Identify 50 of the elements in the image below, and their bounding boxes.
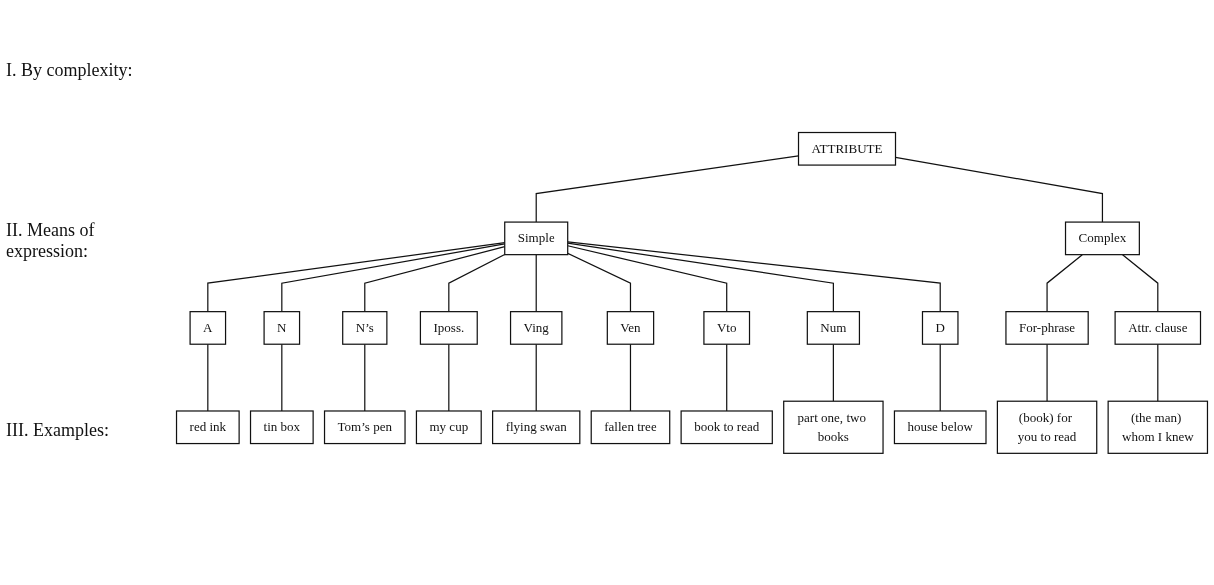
connector xyxy=(567,240,941,312)
node-box: ATTRIBUTE xyxy=(797,131,897,166)
connector xyxy=(726,343,728,412)
node-box: Num xyxy=(806,310,861,345)
connector xyxy=(364,343,366,412)
node-box: Simple xyxy=(504,221,569,255)
node-box: part one, two books xyxy=(783,400,884,454)
connector xyxy=(448,253,506,312)
node-box: my cup xyxy=(415,409,482,444)
node-box: Attr. clause xyxy=(1114,310,1202,345)
connector xyxy=(207,343,209,412)
connector xyxy=(567,252,632,312)
node-box: red ink xyxy=(175,409,240,444)
connector xyxy=(207,241,506,312)
connector xyxy=(567,244,728,312)
node-box: tin box xyxy=(249,409,314,444)
connector xyxy=(1157,343,1159,402)
connector xyxy=(567,242,834,312)
connector xyxy=(1046,343,1048,402)
node-box: Vto xyxy=(703,310,751,345)
node-box: fallen tree xyxy=(590,409,671,444)
level-label: II. Means of expression: xyxy=(6,220,96,262)
node-box: Complex xyxy=(1064,221,1140,255)
connector xyxy=(535,343,537,412)
node-box: N’s xyxy=(342,310,388,345)
connector xyxy=(448,343,450,412)
connector xyxy=(629,343,632,412)
node-box: book to read xyxy=(680,409,773,444)
connector xyxy=(939,343,941,412)
level-label: I. By complexity: xyxy=(6,60,134,81)
node-box: (the man) whom I knew xyxy=(1107,400,1209,454)
connector xyxy=(281,343,283,412)
node-box: Ven xyxy=(606,310,655,345)
connector xyxy=(364,245,506,312)
connector xyxy=(281,242,506,312)
node-box: A xyxy=(189,310,227,345)
node-box: D xyxy=(921,310,959,345)
node-box: For-phrase xyxy=(1005,310,1089,345)
connector xyxy=(535,253,537,312)
node-box: N xyxy=(263,310,301,345)
node-box: house below xyxy=(893,409,987,444)
connector xyxy=(832,343,834,402)
connector xyxy=(1046,253,1083,312)
node-box: Tom’s pen xyxy=(323,409,406,444)
node-box: Iposs. xyxy=(419,310,478,345)
level-label: III. Examples: xyxy=(6,420,110,441)
node-box: flying swan xyxy=(492,409,581,444)
node-box: Ving xyxy=(509,310,563,345)
node-box: (book) for you to read xyxy=(996,400,1098,454)
connector xyxy=(1121,253,1159,312)
